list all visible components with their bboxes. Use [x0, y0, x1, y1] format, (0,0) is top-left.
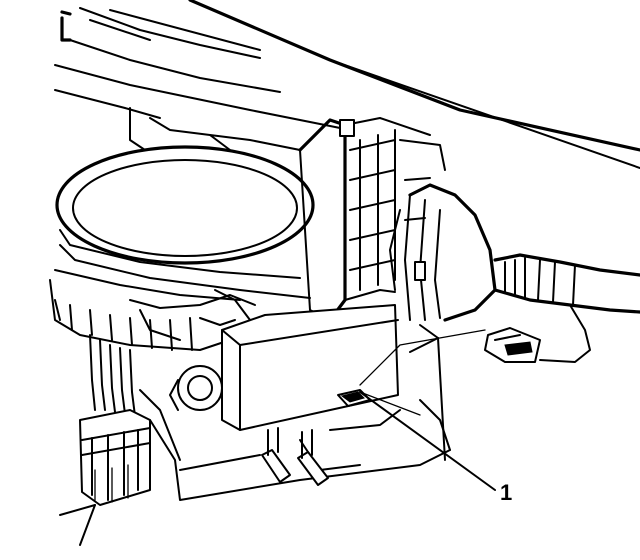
right-hose — [493, 253, 640, 314]
blower-housing-lower — [49, 279, 256, 351]
upper-housing — [54, 0, 640, 169]
right-connector — [484, 304, 591, 363]
left-connector — [79, 409, 151, 506]
module-mounting-clips — [261, 427, 329, 486]
callout-label-1: 1 — [500, 480, 513, 505]
blower-opening — [54, 145, 315, 301]
callout-leader-lines — [59, 324, 496, 546]
blower-control-module — [221, 304, 399, 431]
left-wiring-harness — [89, 334, 136, 417]
right-duct — [389, 183, 497, 322]
lower-bracket — [139, 389, 451, 501]
motor-end-cap — [169, 365, 223, 411]
filter-frame — [298, 117, 446, 322]
